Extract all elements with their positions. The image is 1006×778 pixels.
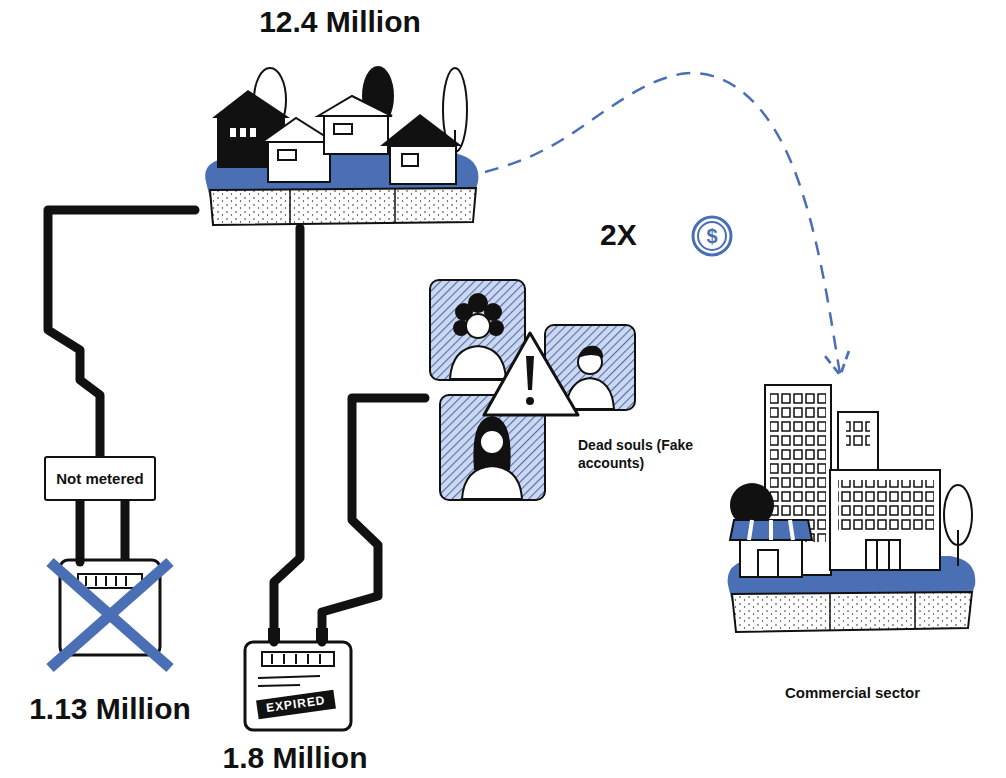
houses-island-part (210, 188, 476, 225)
fake-account-icons-part (480, 430, 504, 454)
commercial-buildings-part (830, 470, 940, 570)
expired-meter-part (258, 676, 320, 678)
commercial-buildings (728, 385, 976, 632)
crossed-meter-part (95, 576, 97, 586)
commercial-buildings-part (740, 535, 802, 577)
houses-island-part (390, 146, 456, 184)
unmetered-meter: 1.13 Million (5, 562, 215, 728)
node-text: 1.13 Million (29, 690, 191, 728)
node-text: EXPIRED (256, 690, 336, 720)
node-text: Not metered (56, 469, 144, 488)
commercial-buildings-part (876, 540, 878, 570)
dollar-coin (693, 217, 731, 255)
houses-island-part (394, 189, 396, 223)
commercial-buildings-part (846, 420, 870, 448)
commercial-buildings-part (866, 540, 900, 570)
houses-island-part (289, 190, 291, 224)
fake-account-icons-part (578, 346, 603, 358)
houses-island-part (230, 128, 236, 137)
expired-meter: EXPIRED 1.8 Million (195, 642, 395, 776)
currency-symbol: $ (692, 220, 732, 252)
commercial-island: Commercial sector (715, 378, 990, 708)
commercial-buildings-part (769, 520, 773, 540)
houses-island-part (240, 128, 246, 137)
crossed-meter (50, 560, 170, 668)
crossed-meter-part (115, 576, 117, 586)
expired-meter-part (319, 654, 321, 664)
houses-island-part (250, 128, 256, 137)
node-text: 12.4 Million (259, 2, 421, 42)
edge-label: 2X (600, 216, 684, 254)
crossed-meter-part (78, 574, 142, 588)
node-text: Dead souls (Fake accounts) (578, 436, 696, 472)
expired-meter-part (295, 654, 297, 664)
commercial-buildings-part (838, 480, 934, 530)
expired-meter-part (245, 642, 351, 730)
supply-wire (48, 210, 195, 456)
expired-meter-part (283, 654, 285, 664)
crossed-meter-part (50, 562, 170, 668)
commercial-buildings-part (749, 520, 752, 540)
fake-account-icons-part (484, 333, 578, 415)
commercial-buildings-part (790, 520, 793, 540)
fake-account-icons-part (466, 314, 490, 338)
houses-island-part (402, 154, 418, 166)
houses-island-part (380, 114, 462, 146)
households-island: 12.4 Million (195, 0, 485, 228)
pipe (121, 492, 130, 562)
expired-meter-part (307, 654, 309, 664)
process-box: Not metered (44, 456, 156, 501)
dollar-coin-part (693, 217, 731, 255)
supply-wire (322, 398, 425, 642)
commercial-buildings-part (838, 412, 878, 472)
commercial-buildings-part (829, 594, 831, 630)
crossed-meter-part (85, 576, 87, 586)
commercial-buildings-part (758, 550, 778, 577)
commercial-buildings-part (732, 592, 972, 632)
supply-wire (274, 228, 300, 642)
crossed-meter-part (125, 576, 127, 586)
subsidy-flow-arrow (485, 73, 840, 374)
houses-island-part (212, 90, 290, 118)
node-subtext: 1.8 Million (222, 740, 367, 776)
fake-account-icons-part (526, 397, 534, 405)
houses-island-part (318, 96, 392, 116)
commercial-buildings-part (957, 530, 959, 566)
houses-island-part (324, 116, 388, 154)
houses-island (205, 66, 478, 225)
expired-meter (245, 628, 351, 730)
crossed-meter-part (105, 576, 107, 586)
fake-accounts-group: Dead souls (Fake accounts) (425, 278, 700, 500)
label-holder: $ (692, 220, 732, 252)
expired-meter-part (258, 685, 300, 686)
fake-account-icons-part (450, 346, 506, 379)
fake-account-icons-part (526, 356, 534, 390)
houses-island-part (334, 124, 352, 134)
node-text: Commercial sector (785, 683, 920, 702)
commercial-buildings-part (730, 520, 812, 540)
houses-island-part (278, 150, 296, 160)
expired-meter-part (262, 652, 334, 666)
commercial-buildings-part (914, 593, 916, 629)
fake-account-icons-part (473, 416, 510, 470)
commercial-buildings-part (888, 540, 890, 570)
supply-wire (76, 501, 85, 563)
fake-account-icons-part (462, 466, 522, 499)
expired-meter-part (271, 654, 273, 664)
houses-island-part (268, 142, 330, 182)
crossed-meter-part (50, 562, 170, 668)
edge-label-holder: 2X (600, 216, 684, 254)
